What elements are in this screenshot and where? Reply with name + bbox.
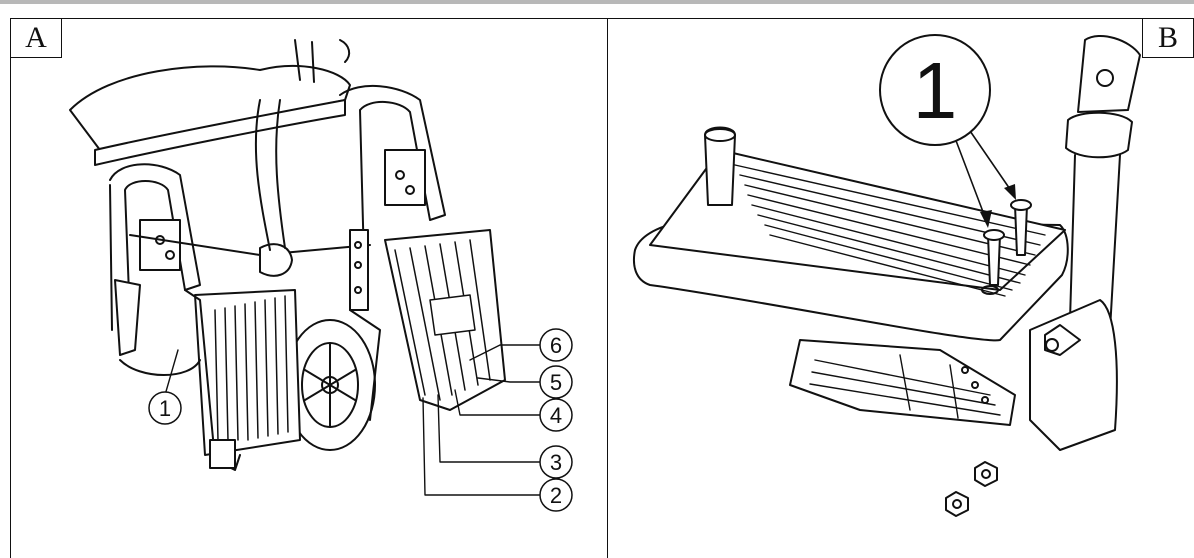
svg-text:6: 6 xyxy=(550,333,562,358)
callout-6: 6 xyxy=(539,328,573,362)
svg-text:4: 4 xyxy=(550,403,562,428)
callout-4: 4 xyxy=(539,398,573,432)
svg-text:5: 5 xyxy=(550,370,562,395)
callout-b-1: 1 xyxy=(879,34,991,146)
svg-text:2: 2 xyxy=(550,483,562,508)
callout-2: 2 xyxy=(539,478,573,512)
footplate-drawing xyxy=(632,35,1141,517)
callout-leaders-a xyxy=(164,344,541,496)
technical-illustration: 1 6 5 4 3 2 1 xyxy=(69,34,1141,517)
panel-a-label: A xyxy=(10,18,62,58)
callout-leaders-b xyxy=(954,127,1015,226)
callout-5: 5 xyxy=(539,365,573,399)
panel-b-frame xyxy=(608,18,1194,558)
callout-3: 3 xyxy=(539,445,573,479)
callouts-panel-a: 1 6 5 4 3 2 xyxy=(148,328,573,512)
svg-text:1: 1 xyxy=(913,46,958,135)
wheelchair-drawing xyxy=(69,39,506,471)
svg-text:1: 1 xyxy=(159,396,171,421)
panel-a-frame xyxy=(10,18,608,558)
svg-text:3: 3 xyxy=(550,450,562,475)
top-border xyxy=(0,0,1194,4)
callout-1: 1 xyxy=(148,391,182,425)
